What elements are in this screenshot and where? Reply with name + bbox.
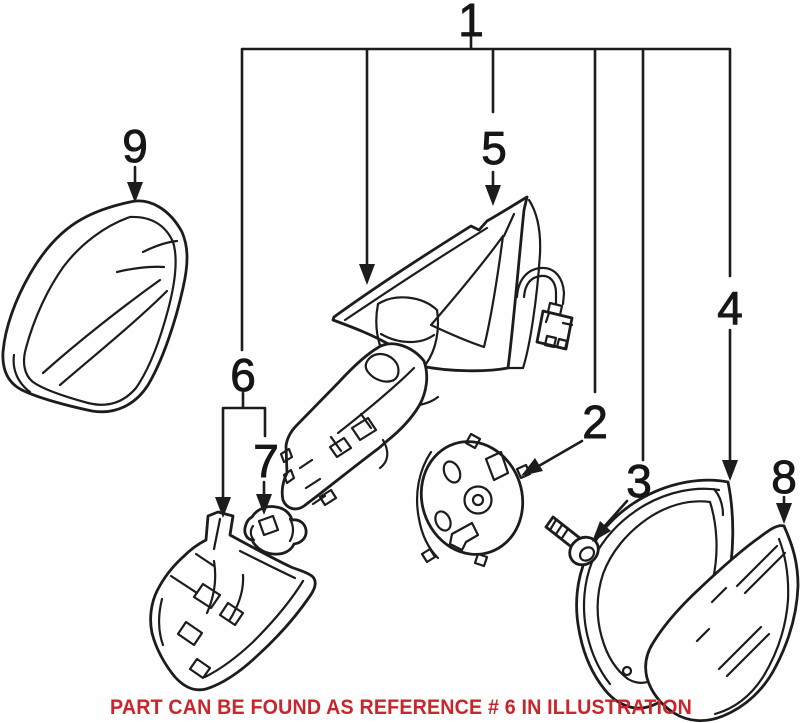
callout-label-1: 1	[458, 0, 484, 46]
callout-label-3: 3	[626, 455, 652, 507]
part-9-details	[12, 215, 179, 406]
callout-label-4: 4	[717, 282, 743, 334]
part-6-lower-cover	[149, 510, 317, 692]
callout-labels: 1 2 3 4 5 6 7 8 9	[122, 0, 797, 507]
part-2-hole-upper	[442, 460, 462, 484]
mirror-arm-bracket	[279, 342, 429, 511]
part-5-outline	[331, 195, 529, 373]
part-9-outline	[1, 199, 189, 414]
part-2-body	[419, 440, 525, 556]
part-3-head-face	[578, 546, 596, 562]
callout-label-2: 2	[582, 396, 608, 448]
part-3-bolt	[544, 515, 600, 567]
part-7-details	[249, 514, 295, 543]
part-7-bulb	[243, 505, 308, 556]
arm-details	[279, 352, 416, 507]
part-3-threads	[548, 518, 570, 540]
callout-label-8: 8	[771, 451, 797, 503]
callout-lines	[133, 33, 786, 530]
callout-label-5: 5	[481, 122, 507, 174]
callout-label-9: 9	[122, 120, 148, 172]
part-4-pivot-hole	[621, 665, 633, 677]
part-5-mirror-base-sail	[331, 195, 542, 373]
part-5-details	[343, 198, 542, 370]
part-8-mirror-glass-right	[644, 524, 800, 722]
part-6-details	[158, 517, 305, 680]
part-2-hole-lower	[434, 510, 452, 532]
connector-details	[543, 311, 574, 351]
part-2-mirror-motor	[416, 432, 532, 568]
part-9-mirror-glass-left	[1, 199, 189, 414]
part-6-outline	[149, 510, 317, 692]
part-2-details	[416, 432, 532, 568]
part-8-details	[695, 537, 790, 716]
callout-label-7: 7	[253, 435, 279, 487]
part-2-hub-inner	[471, 493, 485, 507]
caption-part-reference-note: PART CAN BE FOUND AS REFERENCE # 6 IN IL…	[110, 696, 692, 719]
part-2-hub-outer	[463, 485, 493, 515]
part-8-outline	[644, 524, 800, 722]
wire-details	[515, 266, 566, 317]
power-wire-and-connector	[515, 266, 574, 351]
callout-leader-lines	[127, 33, 792, 542]
callout-label-6: 6	[230, 349, 256, 401]
